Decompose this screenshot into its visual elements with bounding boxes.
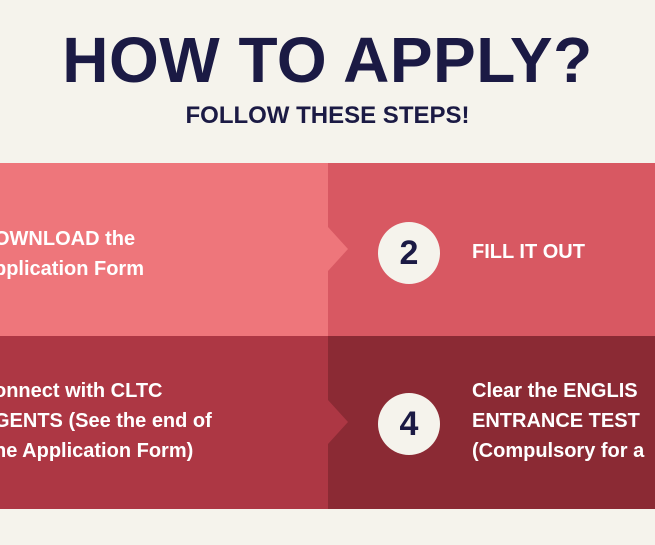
step-card-2: 2 FILL IT OUT	[328, 163, 655, 336]
step-card-3: onnect with CLTC GENTS (See the end of h…	[0, 336, 328, 509]
step-3-line-1: onnect with CLTC	[0, 380, 163, 402]
step-1-text: OWNLOAD the pplication Form	[0, 224, 144, 284]
page-subtitle: FOLLOW THESE STEPS!	[185, 102, 470, 129]
page-title: HOW TO APPLY?	[62, 24, 593, 96]
step-2-text: FILL IT OUT	[472, 237, 585, 267]
step-4-number-badge: 4	[378, 393, 440, 455]
step-3-line-2: GENTS (See the end of	[0, 410, 212, 432]
arrow-right-icon	[328, 400, 348, 444]
step-4-text: Clear the ENGLIS ENTRANCE TEST (Compulso…	[472, 376, 644, 466]
step-4-line-2: ENTRANCE TEST	[472, 410, 640, 432]
step-3-line-3: he Application Form)	[0, 440, 194, 462]
step-3-text: onnect with CLTC GENTS (See the end of h…	[0, 376, 212, 466]
step-card-4: 4 Clear the ENGLIS ENTRANCE TEST (Compul…	[328, 336, 655, 509]
steps-grid: OWNLOAD the pplication Form 2 FILL IT OU…	[0, 163, 655, 509]
step-1-line-1: OWNLOAD the	[0, 228, 136, 250]
arrow-right-icon	[328, 227, 348, 271]
step-4-line-3: (Compulsory for a	[472, 440, 645, 462]
step-2-number-badge: 2	[378, 222, 440, 284]
step-4-line-1: Clear the ENGLIS	[472, 380, 638, 402]
step-card-1: OWNLOAD the pplication Form	[0, 163, 328, 336]
step-2-line-1: FILL IT OUT	[472, 241, 585, 263]
step-1-line-2: pplication Form	[0, 258, 144, 280]
